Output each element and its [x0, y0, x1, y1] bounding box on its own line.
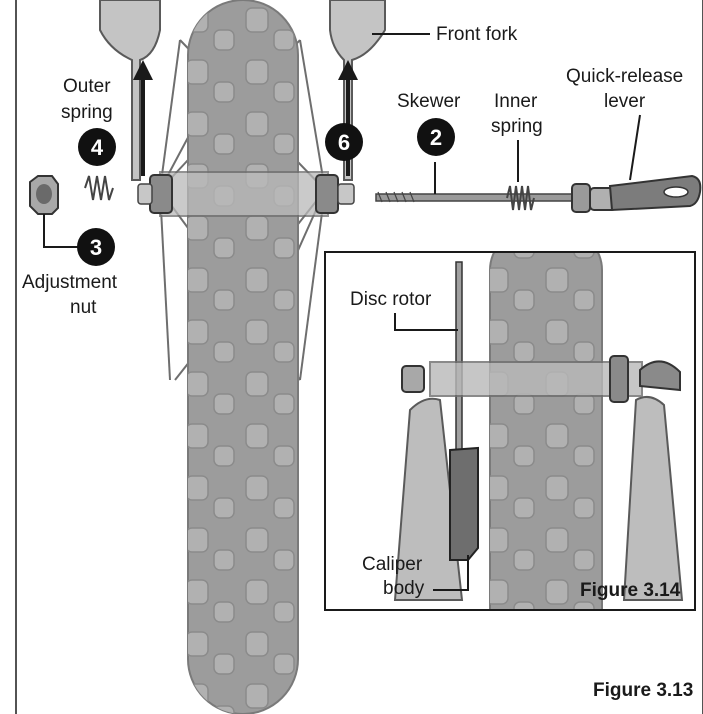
front-wheel: [138, 0, 354, 714]
caliper-label-line2: body: [383, 578, 425, 599]
svg-text:3: 3: [90, 235, 102, 260]
axle-end-right: [338, 184, 354, 204]
qr-lever-label-line1: Quick-release: [566, 66, 683, 87]
hub-flange-left: [150, 175, 172, 213]
svg-text:6: 6: [338, 130, 350, 155]
tire-tread: [188, 0, 298, 714]
inner-spring-label-line2: spring: [491, 116, 543, 137]
inset-figure-caption: Figure 3.14: [580, 580, 681, 601]
svg-text:2: 2: [430, 125, 442, 150]
inset-qr-lever: [640, 361, 680, 390]
disc-rotor-label: Disc rotor: [350, 289, 432, 310]
inner-spring-label-line1: Inner: [494, 91, 538, 112]
front-fork-label: Front fork: [436, 24, 518, 45]
svg-text:4: 4: [91, 135, 104, 160]
badge-fork-arrow: 6: [325, 123, 363, 161]
badge-adjust-nut: 3: [77, 228, 115, 266]
axle-end-left: [138, 184, 152, 204]
adjust-nut-label-line1: Adjustment: [22, 272, 118, 293]
badge-skewer: 2: [417, 118, 455, 156]
outer-spring-part: [85, 176, 113, 200]
quick-release-lever-part: [572, 176, 700, 212]
inner-spring-part: [507, 186, 534, 210]
badge-outer-spring: 4: [78, 128, 116, 166]
qr-lever-label-line2: lever: [604, 91, 646, 112]
main-figure-caption: Figure 3.13: [593, 680, 693, 701]
hub-flange-right: [316, 175, 338, 213]
adjust-nut-label-line2: nut: [70, 297, 97, 318]
caliper-label-line1: Caliper: [362, 554, 423, 575]
inset-caliper: [450, 448, 478, 560]
outer-spring-label-line1: Outer: [63, 76, 111, 97]
hub: [160, 172, 328, 216]
outer-spring-label-line2: spring: [61, 102, 113, 123]
adjust-nut-leader: [44, 214, 80, 247]
adjustment-nut-part: [30, 176, 58, 214]
skewer-label: Skewer: [397, 91, 461, 112]
inset-figure: Disc rotor Caliper body Figure 3.14: [325, 230, 695, 650]
skewer-part: [376, 192, 576, 202]
qr-lever-leader: [630, 115, 640, 180]
